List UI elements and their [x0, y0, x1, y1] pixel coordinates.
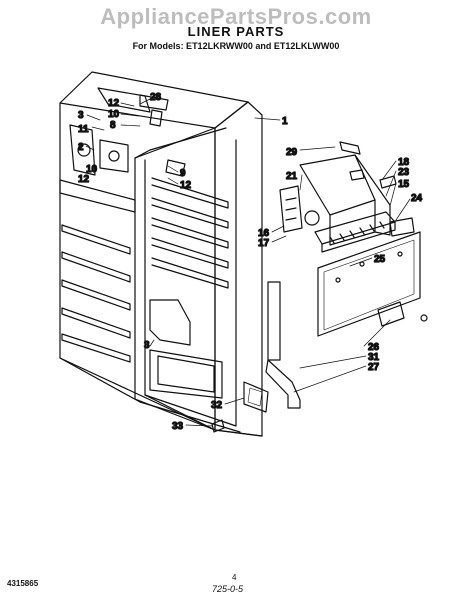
callout-25: 25 [374, 254, 386, 265]
callout-33: 33 [172, 421, 184, 432]
callout-1: 1 [282, 116, 288, 127]
model-subtitle: For Models: ET12LKRWW00 and ET12LKLWW00 [132, 41, 340, 51]
callout-31: 31 [368, 352, 380, 363]
callout-29: 29 [286, 147, 298, 158]
watermark: AppliancePartsPros.com [100, 4, 372, 29]
callout-21: 21 [286, 171, 298, 182]
callout-15: 15 [398, 179, 410, 190]
callout-27: 27 [368, 362, 380, 373]
callout-2: 2 [78, 142, 84, 153]
callout-17: 17 [258, 238, 270, 249]
callout-9: 9 [180, 168, 186, 179]
page-title: LINER PARTS [187, 24, 285, 39]
callout-12: 12 [108, 98, 120, 109]
callout-3: 3 [78, 110, 84, 121]
duct-parts [211, 281, 301, 433]
callout-23: 23 [398, 167, 410, 178]
callout-8: 8 [110, 120, 116, 131]
callout-18: 18 [398, 157, 410, 168]
callout-10: 10 [108, 109, 120, 120]
callout-26: 26 [368, 342, 380, 353]
callout-32: 32 [211, 400, 223, 411]
control-assembly [279, 141, 415, 253]
back-panel [317, 231, 428, 337]
callout-12c: 12 [180, 180, 192, 191]
callout-24: 24 [411, 193, 423, 204]
leader-lines [85, 98, 411, 427]
part-callouts: 28 12 3 10 8 11 2 10 12 9 12 1 29 21 16 … [77, 91, 423, 432]
doc-number: 4315865 [7, 579, 39, 588]
page-number: 4 [232, 573, 237, 582]
handwritten-stamp: 725-0-5 [212, 584, 244, 594]
callout-10b: 10 [86, 164, 98, 175]
liner-cabinet [59, 71, 263, 437]
callout-28: 28 [150, 92, 162, 103]
callout-3b: 3 [144, 340, 150, 351]
callout-11: 11 [78, 124, 89, 135]
callout-12b: 12 [78, 174, 90, 185]
callout-16: 16 [258, 228, 270, 239]
